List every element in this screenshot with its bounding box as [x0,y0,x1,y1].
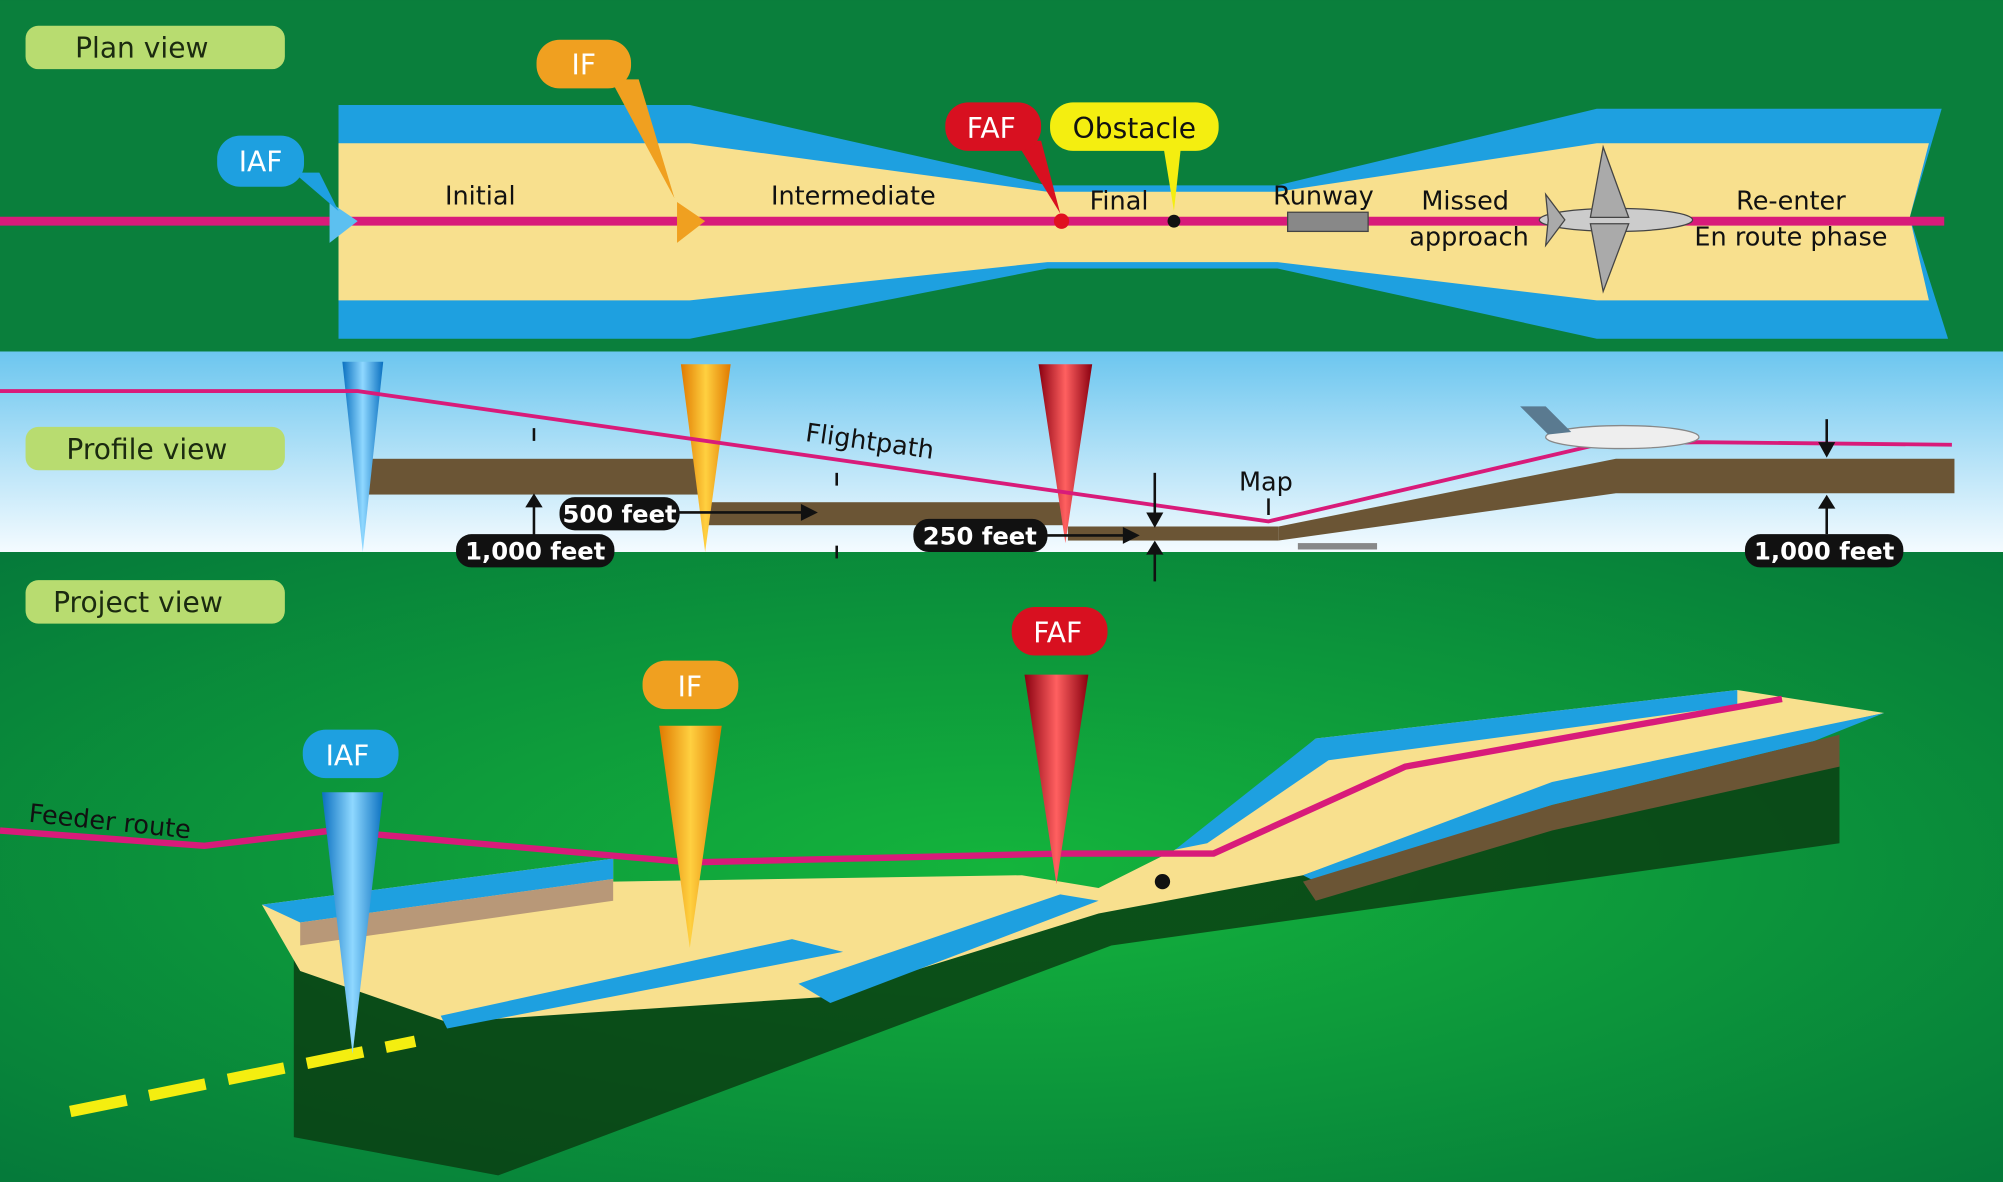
profile-view-label [25,426,285,471]
feeder-route-dashes [69,1035,417,1118]
faf-cone [1038,364,1093,544]
if-cone [680,364,731,553]
iaf-cone-3d [321,792,384,1055]
profile-view-title: Profile view [66,433,227,466]
if-cone-3d [659,725,722,949]
flightpath-line [0,389,1952,524]
obstacle-clearance-final [1067,526,1279,541]
map-label: Map [1239,468,1293,498]
segment-missed-2: approach [1409,222,1528,252]
segment-reenter-1: Re-enter [1736,187,1846,217]
segment-runway: Runway [1273,182,1374,212]
clearance-arrows [525,419,1836,582]
iaf-label: IAF [239,145,283,178]
profile-view: Profile view Flightpath Map [0,351,2003,553]
airplane-profile-icon [1520,406,1700,450]
runway [1287,211,1369,233]
plan-view: Plan view IAF IF FAF Obstacle Initial In… [0,0,2003,352]
iaf-3d-label: IAF [326,739,370,772]
project-view-title: Project view [53,586,223,619]
faf-marker [1053,213,1070,229]
feeder-route-line [0,695,1783,866]
project-view: Project view FAF IF IAF Feeder route [0,552,2003,1182]
clearance-1000-missed-label: 1,000 feet [1754,537,1895,566]
obstacle-label: Obstacle [1073,112,1196,145]
clearance-1000-initial-label: 1,000 feet [465,537,606,566]
3d-protected-area [261,690,1885,1023]
obstacle-3d [1154,873,1171,890]
faf-label: FAF [967,112,1016,145]
if-3d-label: IF [678,670,702,703]
project-view-label [25,580,285,624]
if-label: IF [572,48,596,81]
faf-3d-label: FAF [1033,617,1082,650]
airplane-icon [1538,144,1694,294]
plan-view-label [25,25,285,70]
plan-view-title: Plan view [75,32,208,65]
obstacle-clearance-missed [1278,458,1955,541]
clearance-500-label: 500 feet [562,500,677,529]
profile-clearance-overlay: 500 feet 1,000 feet 250 feet 1,000 feet [456,419,1904,582]
iaf-marker [329,202,358,243]
iaf-callout: IAF [217,135,339,211]
segment-initial: Initial [445,182,516,212]
if-marker [677,202,706,243]
obstacle-clearance-initial [361,458,701,495]
obstacle-callout: Obstacle [1050,102,1219,211]
runway-profile [1297,543,1378,550]
faf-cone-3d [1024,674,1089,885]
segment-final: Final [1090,187,1149,217]
clearance-250-label: 250 feet [923,521,1038,550]
obstacle-marker [1167,214,1181,228]
segment-reenter-2: En route phase [1694,222,1887,252]
iaf-cone [342,361,384,553]
segment-intermediate: Intermediate [771,182,936,212]
segment-missed-1: Missed [1421,187,1509,217]
